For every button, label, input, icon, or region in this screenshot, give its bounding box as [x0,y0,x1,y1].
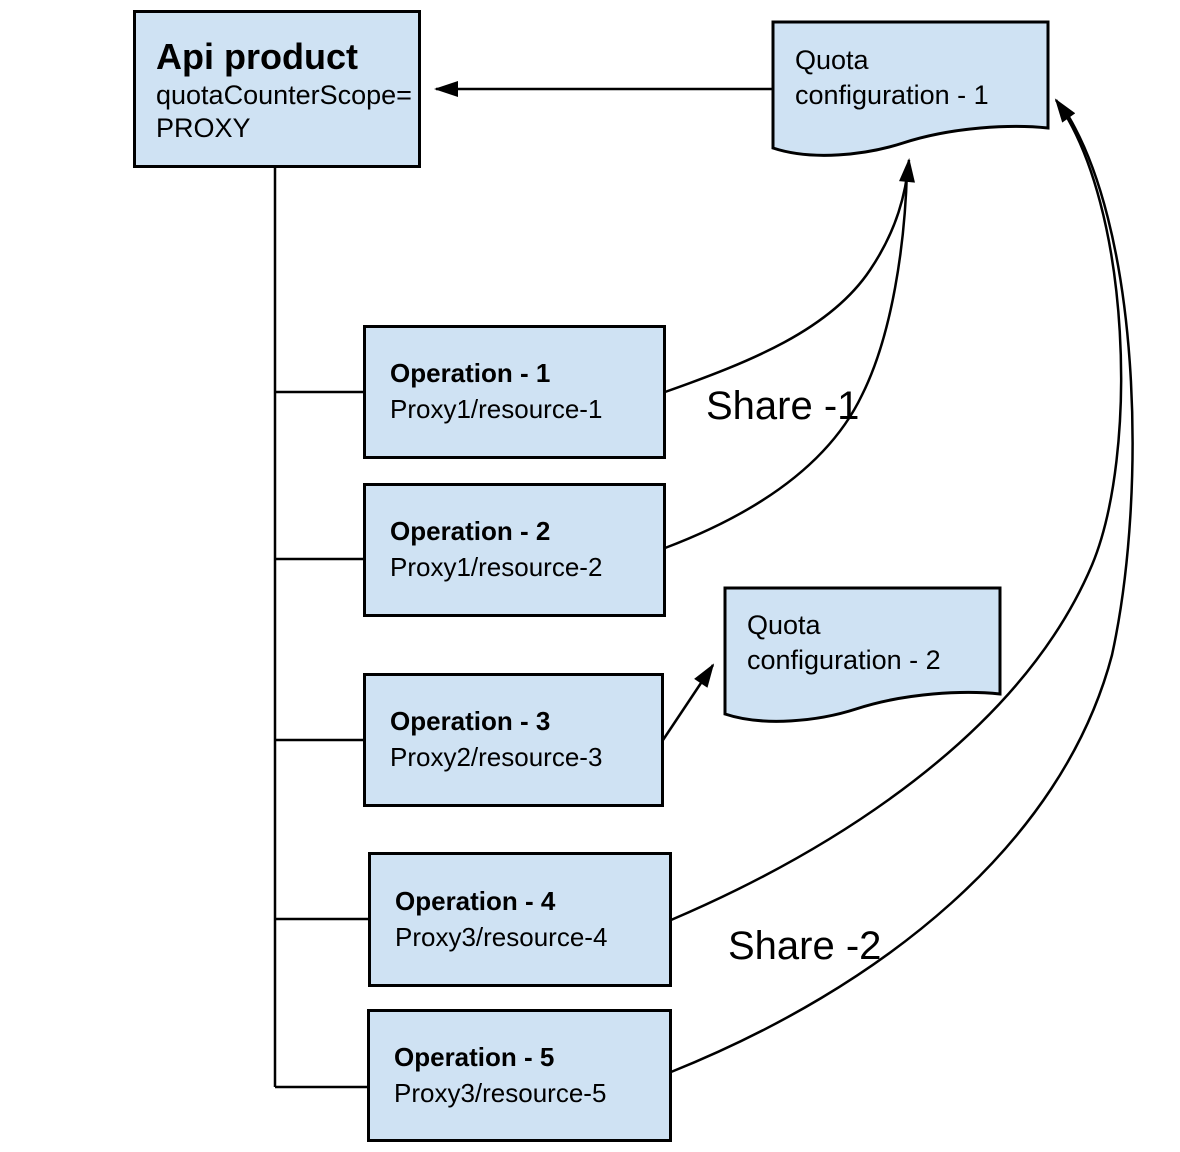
quota-config-2-shape [723,586,1002,723]
quota-config-1-line2: configuration - 1 [795,80,989,110]
edge-operation1-to-quota1 [664,158,915,394]
operation-1-box: Operation - 1 Proxy1/resource-1 [363,325,666,459]
operation-2-title: Operation - 2 [390,516,551,547]
edge-operation3-to-quota2 [661,663,715,741]
document-shapes [723,20,1050,723]
operation-5-box: Operation - 5 Proxy3/resource-5 [367,1009,672,1142]
operation-5-resource: Proxy3/resource-5 [394,1077,607,1108]
api-product-box: Api product quotaCounterScope= PROXY [133,10,421,168]
share-2-label: Share -2 [728,924,882,968]
operation-3-title: Operation - 3 [390,706,551,737]
share-1-label: Share -1 [706,384,860,428]
api-product-title: Api product [156,35,358,77]
operation-2-box: Operation - 2 Proxy1/resource-2 [363,483,666,617]
operation-1-title: Operation - 1 [390,358,551,389]
edge-operation5-to-quota1 [670,105,1134,1074]
operation-4-resource: Proxy3/resource-4 [395,921,608,952]
quota-config-1-line1: Quota [795,44,869,75]
tree-connectors [273,168,369,1089]
edge-operation2-to-quota1 [664,169,909,550]
quota-config-2-label: Quota configuration - 2 [725,588,1000,698]
api-product-scope-line: quotaCounterScope= [156,79,412,110]
quota-config-2-line1: Quota [747,609,821,640]
operation-2-resource: Proxy1/resource-2 [390,552,603,582]
api-product-scope-value: PROXY [156,112,251,143]
operation-5-title: Operation - 5 [394,1041,555,1072]
operation-4-title: Operation - 4 [395,885,556,916]
edge-layer [434,81,1134,1074]
quota-config-2-line2: configuration - 2 [747,645,941,675]
operation-1-resource: Proxy1/resource-1 [390,394,603,424]
operation-3-box: Operation - 3 Proxy2/resource-3 [363,673,664,807]
quota-config-1-shape [771,20,1050,157]
edge-operation4-to-quota1 [670,98,1123,922]
operation-3-resource: Proxy2/resource-3 [390,742,603,772]
quota-config-1-label: Quota configuration - 1 [773,22,1048,134]
operation-4-box: Operation - 4 Proxy3/resource-4 [368,852,672,987]
